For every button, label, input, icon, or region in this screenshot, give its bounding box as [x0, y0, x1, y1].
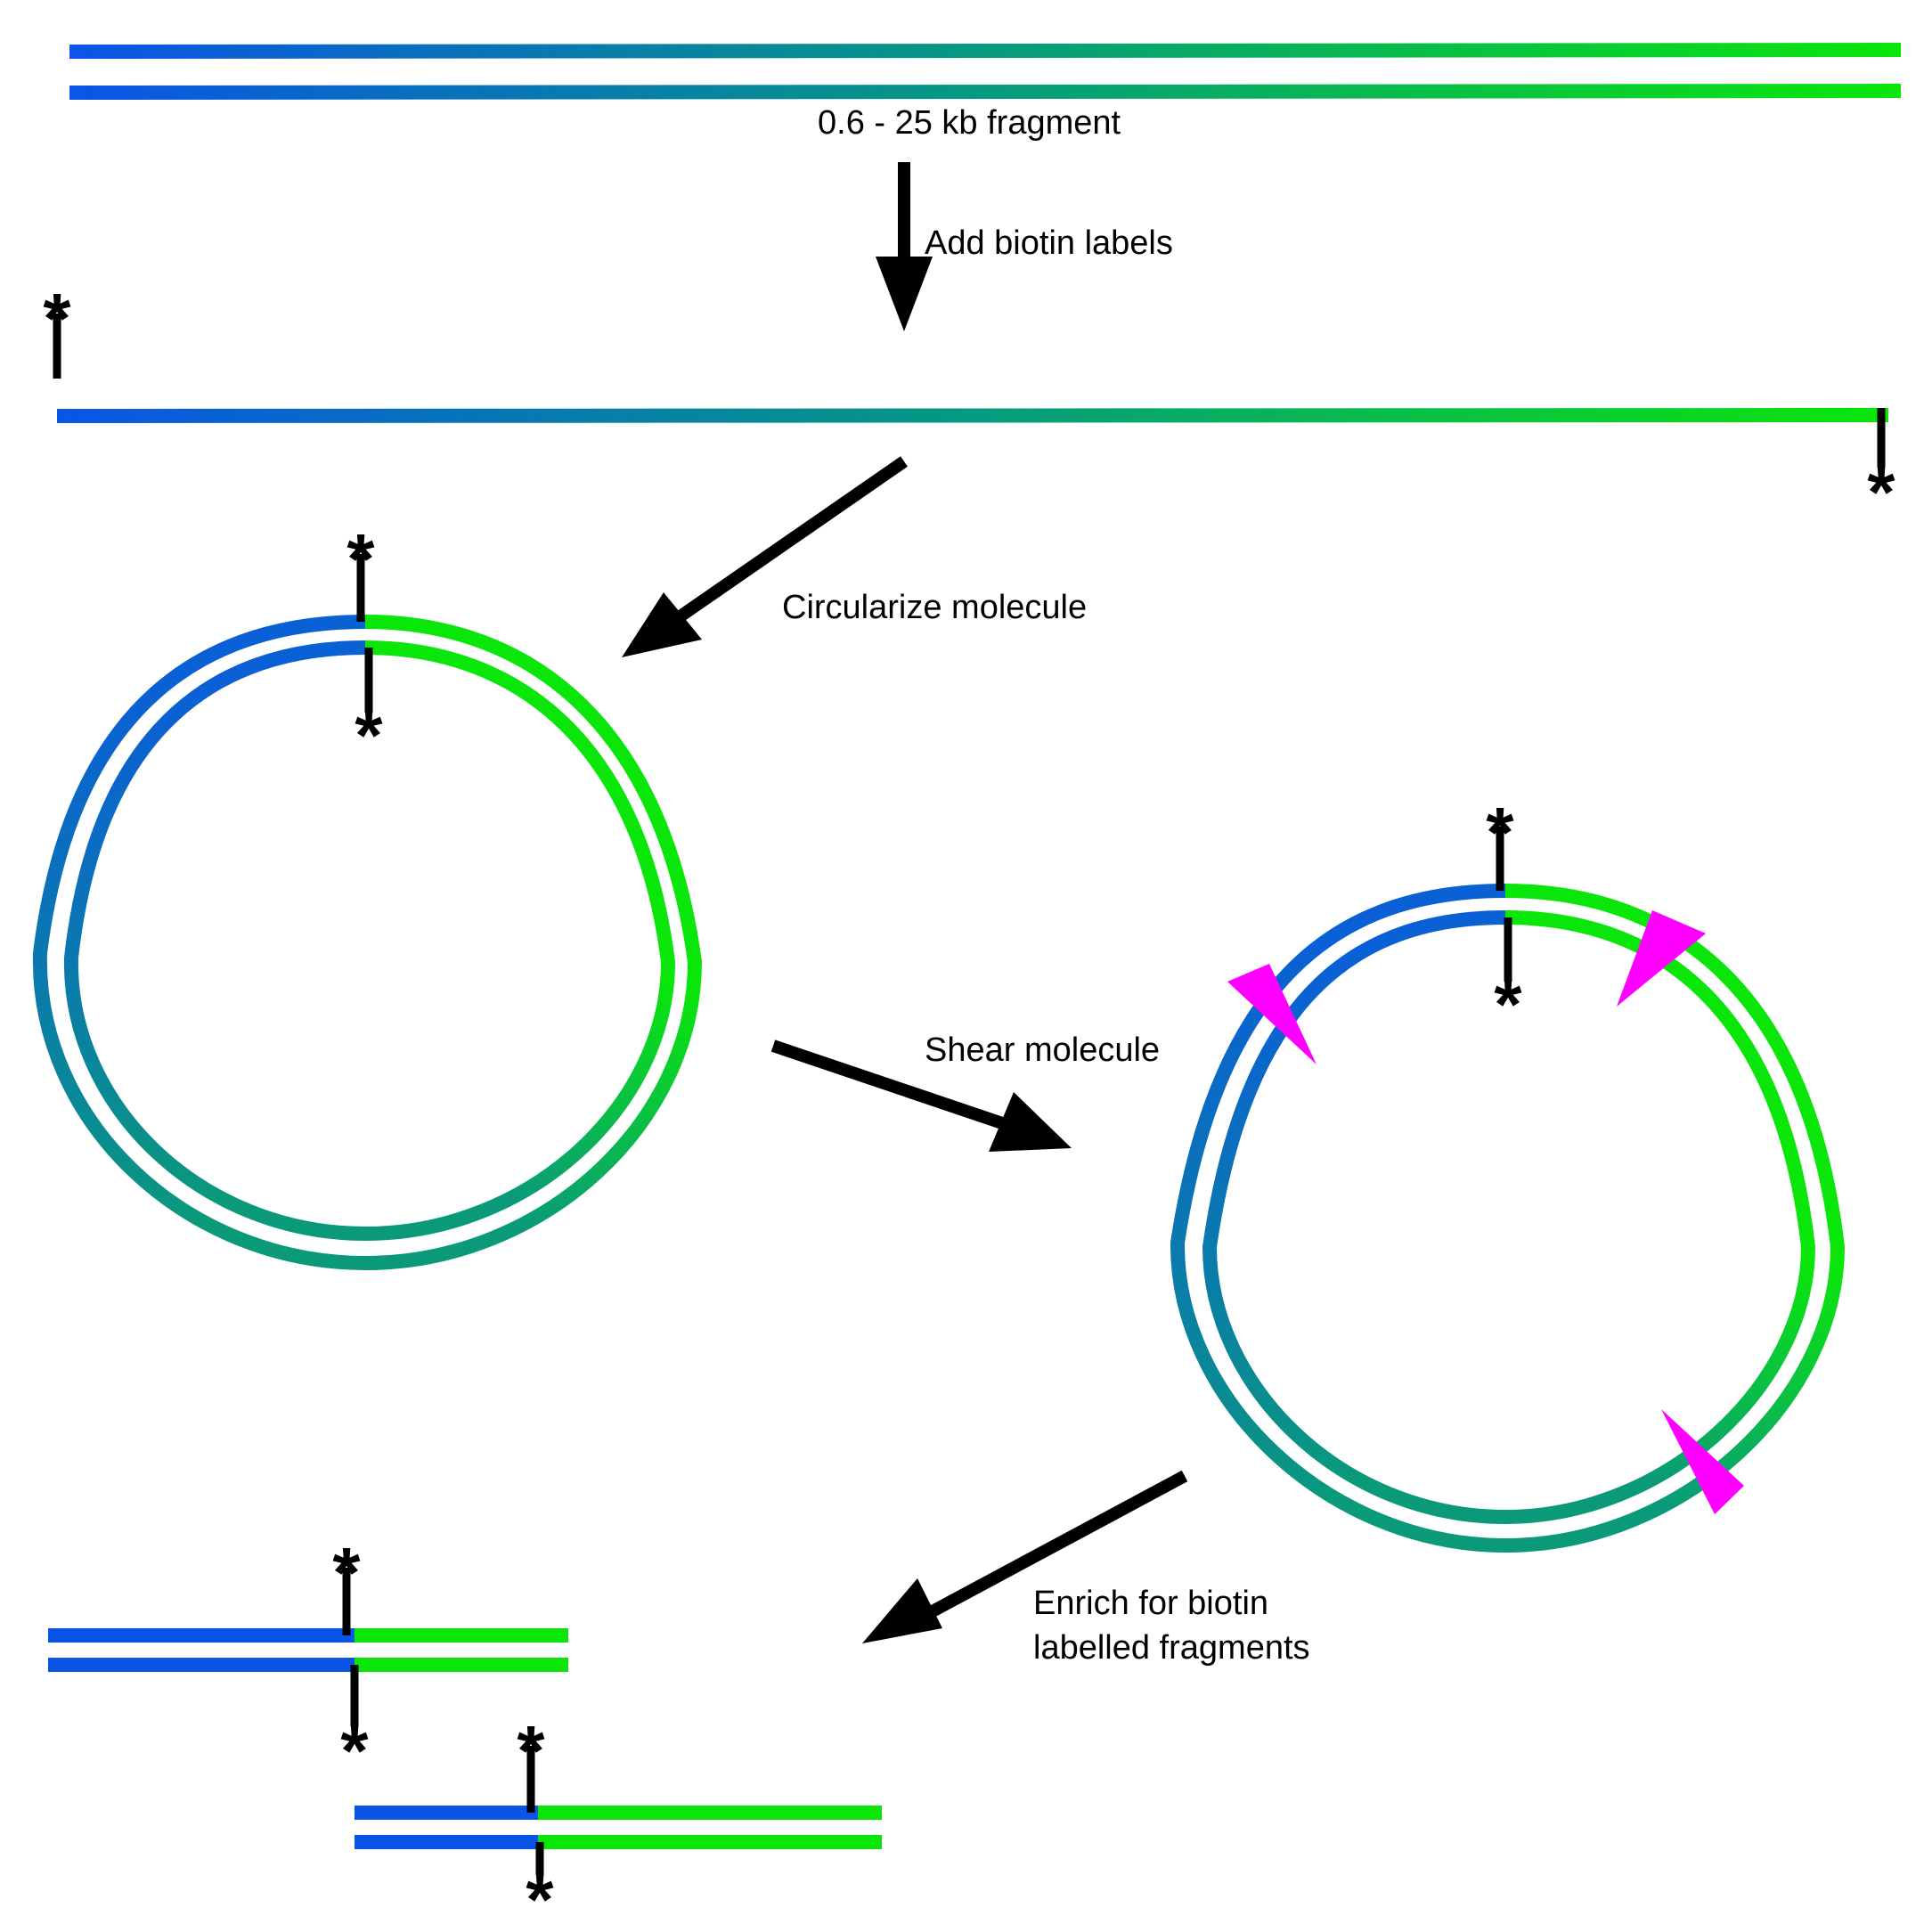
sheared-biotin-marker-bottom: * — [1494, 965, 1522, 1044]
sheared-biotin-marker-top: * — [1486, 793, 1514, 872]
sheared-outer-left — [1170, 884, 1506, 1553]
circularize-label: Circularize molecule — [782, 589, 1087, 626]
enrich-label-line1: Enrich for biotin — [1033, 1585, 1268, 1622]
fragment-size-label: 0.6 - 25 kb fragment — [818, 104, 1121, 142]
fragment-top-strand — [69, 43, 1902, 59]
circle-biotin-marker-top: * — [346, 519, 375, 599]
enriched-fragment-2: * * — [355, 1711, 882, 1924]
circle-biotin-marker-bottom: * — [355, 696, 383, 775]
frag2-biotin-marker-top: * — [517, 1711, 545, 1790]
add-biotin-label: Add biotin labels — [925, 224, 1173, 262]
add-biotin-arrow — [876, 162, 933, 331]
linear-fragment — [69, 43, 1902, 100]
shear-site-bottom-right — [1661, 1409, 1744, 1514]
shear-arrow — [770, 1039, 1072, 1152]
shear-label: Shear molecule — [925, 1031, 1160, 1069]
frag2-biotin-marker-bottom: * — [526, 1860, 554, 1924]
fragment-bottom-strand — [69, 84, 1902, 100]
enrich-label-line2: labelled fragments — [1033, 1629, 1310, 1667]
circularize-arrow — [622, 456, 908, 657]
biotin-marker-right: * — [1867, 452, 1895, 532]
shear-site-top-right — [1617, 910, 1706, 1007]
circle-inner-right — [364, 640, 676, 1241]
frag1-biotin-marker-top: * — [332, 1533, 361, 1612]
circle-inner-left — [63, 640, 366, 1241]
sheared-outer-right — [1504, 884, 1846, 1553]
biotin-marker-left: * — [43, 279, 71, 358]
enriched-fragment-1: * * — [48, 1533, 568, 1790]
enrich-arrow — [862, 1470, 1188, 1643]
shear-site-left — [1227, 964, 1317, 1064]
labelled-bottom-strand — [56, 408, 1889, 423]
circle-outer-left — [32, 615, 366, 1270]
frag1-biotin-marker-bottom: * — [340, 1711, 369, 1790]
sheared-circular-molecule: * * — [1170, 793, 1846, 1553]
circular-molecule: * * — [32, 519, 703, 1270]
labelled-fragment: * * — [43, 279, 1895, 532]
sheared-inner-left — [1202, 910, 1506, 1524]
circle-outer-right — [364, 615, 703, 1270]
